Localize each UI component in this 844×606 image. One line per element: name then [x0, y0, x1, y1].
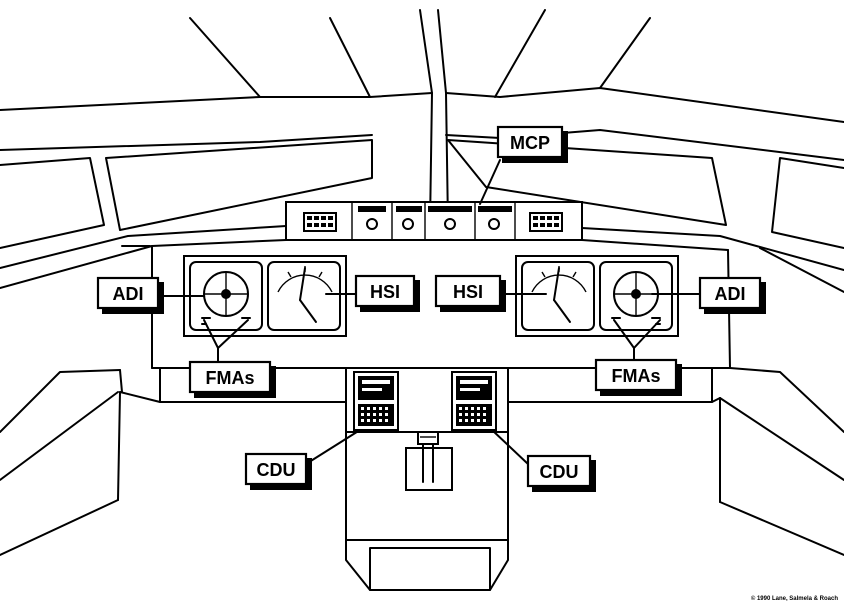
- label-hsi-right: HSI: [436, 276, 506, 312]
- svg-text:ADI: ADI: [113, 284, 144, 304]
- label-mcp: MCP: [498, 127, 568, 163]
- svg-text:HSI: HSI: [453, 282, 483, 302]
- left-cdu: [354, 372, 398, 430]
- svg-text:FMAs: FMAs: [206, 368, 255, 388]
- right-adi-display: [600, 262, 672, 330]
- svg-text:CDU: CDU: [540, 462, 579, 482]
- mode-control-panel: [286, 202, 582, 240]
- label-fmas-right: FMAs: [596, 360, 682, 396]
- svg-text:HSI: HSI: [370, 282, 400, 302]
- right-hsi-display: [522, 262, 594, 330]
- right-cdu: [452, 372, 496, 430]
- svg-text:ADI: ADI: [715, 284, 746, 304]
- label-hsi-left: HSI: [356, 276, 420, 312]
- copyright-notice: © 1990 Lane, Salmela & Roach: [751, 595, 838, 602]
- left-display-unit: [184, 256, 346, 336]
- label-cdu-right: CDU: [528, 456, 596, 492]
- right-display-unit: [516, 256, 678, 336]
- label-fmas-left: FMAs: [190, 362, 276, 398]
- svg-text:CDU: CDU: [257, 460, 296, 480]
- label-adi-right: ADI: [700, 278, 766, 314]
- svg-text:FMAs: FMAs: [612, 366, 661, 386]
- label-cdu-left: CDU: [246, 454, 312, 490]
- left-hsi-display: [268, 262, 340, 330]
- label-adi-left: ADI: [98, 278, 164, 314]
- svg-text:MCP: MCP: [510, 133, 550, 153]
